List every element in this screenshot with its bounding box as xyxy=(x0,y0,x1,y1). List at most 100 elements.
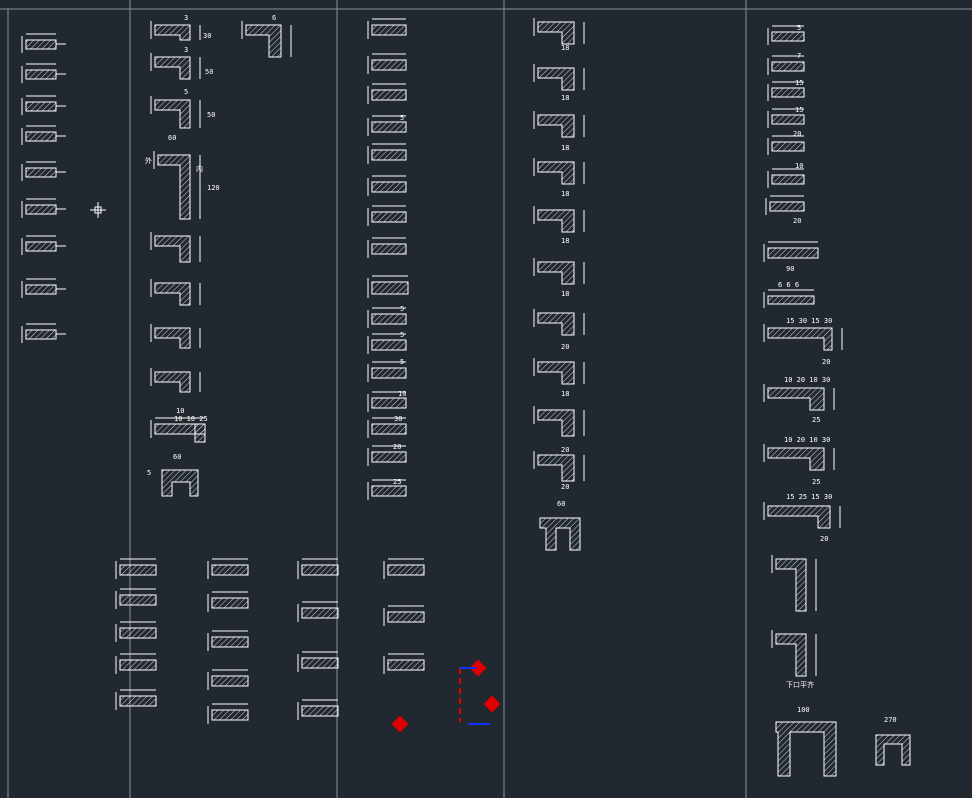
dim-label: 50 xyxy=(207,111,215,119)
profile-section xyxy=(301,564,339,576)
profile-section xyxy=(25,39,57,50)
dim-label: 25 xyxy=(812,478,820,486)
profile-section xyxy=(371,423,407,435)
dim-label: 15 30 15 30 xyxy=(786,317,832,325)
dim-label: 15 xyxy=(795,106,803,114)
profile-section xyxy=(154,371,191,393)
profile-section xyxy=(245,24,282,58)
crosshair-cursor-icon xyxy=(90,202,106,218)
dim-label: 90 xyxy=(786,265,794,273)
dim-label: 15 25 15 30 xyxy=(786,493,832,501)
dim-label: 25 xyxy=(393,478,401,486)
dimension-labels: 3 3 5 60 6 外 内 30 50 50 120 10 10 10 25 … xyxy=(145,14,897,724)
profile-section xyxy=(119,659,157,671)
profile-section xyxy=(371,181,407,193)
dim-label: 5 xyxy=(400,331,404,339)
dim-label: 5 xyxy=(147,469,151,477)
profile-section xyxy=(371,149,407,161)
profile-section xyxy=(875,734,911,766)
profile-section xyxy=(371,313,407,325)
profile-section xyxy=(119,695,157,707)
profile-section xyxy=(119,627,157,639)
profile-section xyxy=(211,597,249,609)
dim-label: 5 xyxy=(400,114,404,122)
profile-section xyxy=(161,469,199,497)
profile-section xyxy=(25,101,57,112)
profile-section xyxy=(301,657,339,669)
grip-marker[interactable] xyxy=(469,659,487,677)
profile-section xyxy=(537,312,575,336)
profile-section xyxy=(537,454,575,482)
profile-section xyxy=(537,67,575,91)
dim-label: 10 xyxy=(176,407,184,415)
dim-label: 60 xyxy=(557,500,565,508)
dim-label: 120 xyxy=(207,184,220,192)
profile-section xyxy=(771,174,805,185)
profile-section xyxy=(371,89,407,101)
dim-label: 20 xyxy=(561,483,569,491)
profile-section xyxy=(371,243,407,255)
profile-section xyxy=(771,31,805,42)
profile-section xyxy=(771,141,805,152)
dim-label: 6 xyxy=(272,14,276,22)
profile-section xyxy=(769,201,805,212)
dim-label: 270 xyxy=(884,716,897,724)
dim-label: 20 xyxy=(561,343,569,351)
profile-section xyxy=(537,21,575,45)
profile-section xyxy=(371,397,407,409)
profile-section xyxy=(25,241,57,252)
profile-section xyxy=(211,564,249,576)
profile-section xyxy=(154,24,191,41)
profile-section xyxy=(537,261,575,285)
side-label-inner: 内 xyxy=(196,164,203,173)
profile-section xyxy=(371,281,409,295)
profile-section xyxy=(767,247,819,259)
dim-label: 100 xyxy=(797,706,810,714)
dim-label: 18 xyxy=(561,237,569,245)
dim-label: 20 xyxy=(793,217,801,225)
side-label-outer: 外 xyxy=(145,156,152,165)
profile-section xyxy=(537,361,575,385)
grip-marker[interactable] xyxy=(391,715,409,733)
dim-label: 20 xyxy=(393,443,401,451)
profile-section xyxy=(537,114,575,138)
profile-section xyxy=(371,121,407,133)
profile-section xyxy=(775,633,807,677)
profile-section xyxy=(301,705,339,717)
dim-label: 10 xyxy=(795,162,803,170)
dim-label: 18 xyxy=(561,44,569,52)
profile-section xyxy=(25,329,57,340)
profile-section xyxy=(775,721,837,777)
dim-label: 6 6 6 xyxy=(778,281,799,289)
dim-label: 20 xyxy=(822,358,830,366)
profile-section xyxy=(537,409,575,437)
profile-section xyxy=(154,99,191,129)
profile-sections xyxy=(21,18,911,777)
dim-label: 18 xyxy=(561,290,569,298)
note-label: 下口平齐 xyxy=(786,680,814,689)
profile-section xyxy=(767,387,825,411)
profile-section xyxy=(387,564,425,576)
profile-section xyxy=(371,211,407,223)
profile-section xyxy=(25,204,57,215)
profile-section xyxy=(371,451,407,463)
dim-label: 20 xyxy=(561,446,569,454)
dim-label: 5 xyxy=(400,305,404,313)
dim-label: 30 xyxy=(394,415,402,423)
dim-label: 18 xyxy=(561,94,569,102)
profile-section xyxy=(387,659,425,671)
dim-label: 10 xyxy=(398,390,406,398)
dim-label: 20 xyxy=(820,535,828,543)
selection-markers[interactable] xyxy=(90,202,501,733)
dim-label: 10 10 25 xyxy=(174,415,208,423)
dim-label: 10 20 10 30 xyxy=(784,436,830,444)
profile-section xyxy=(771,87,805,98)
dim-label: 5 xyxy=(184,88,188,96)
grip-marker[interactable] xyxy=(483,695,501,713)
profile-section xyxy=(25,69,57,80)
dim-label: 18 xyxy=(561,390,569,398)
profile-section xyxy=(539,517,581,551)
profile-section xyxy=(119,564,157,576)
